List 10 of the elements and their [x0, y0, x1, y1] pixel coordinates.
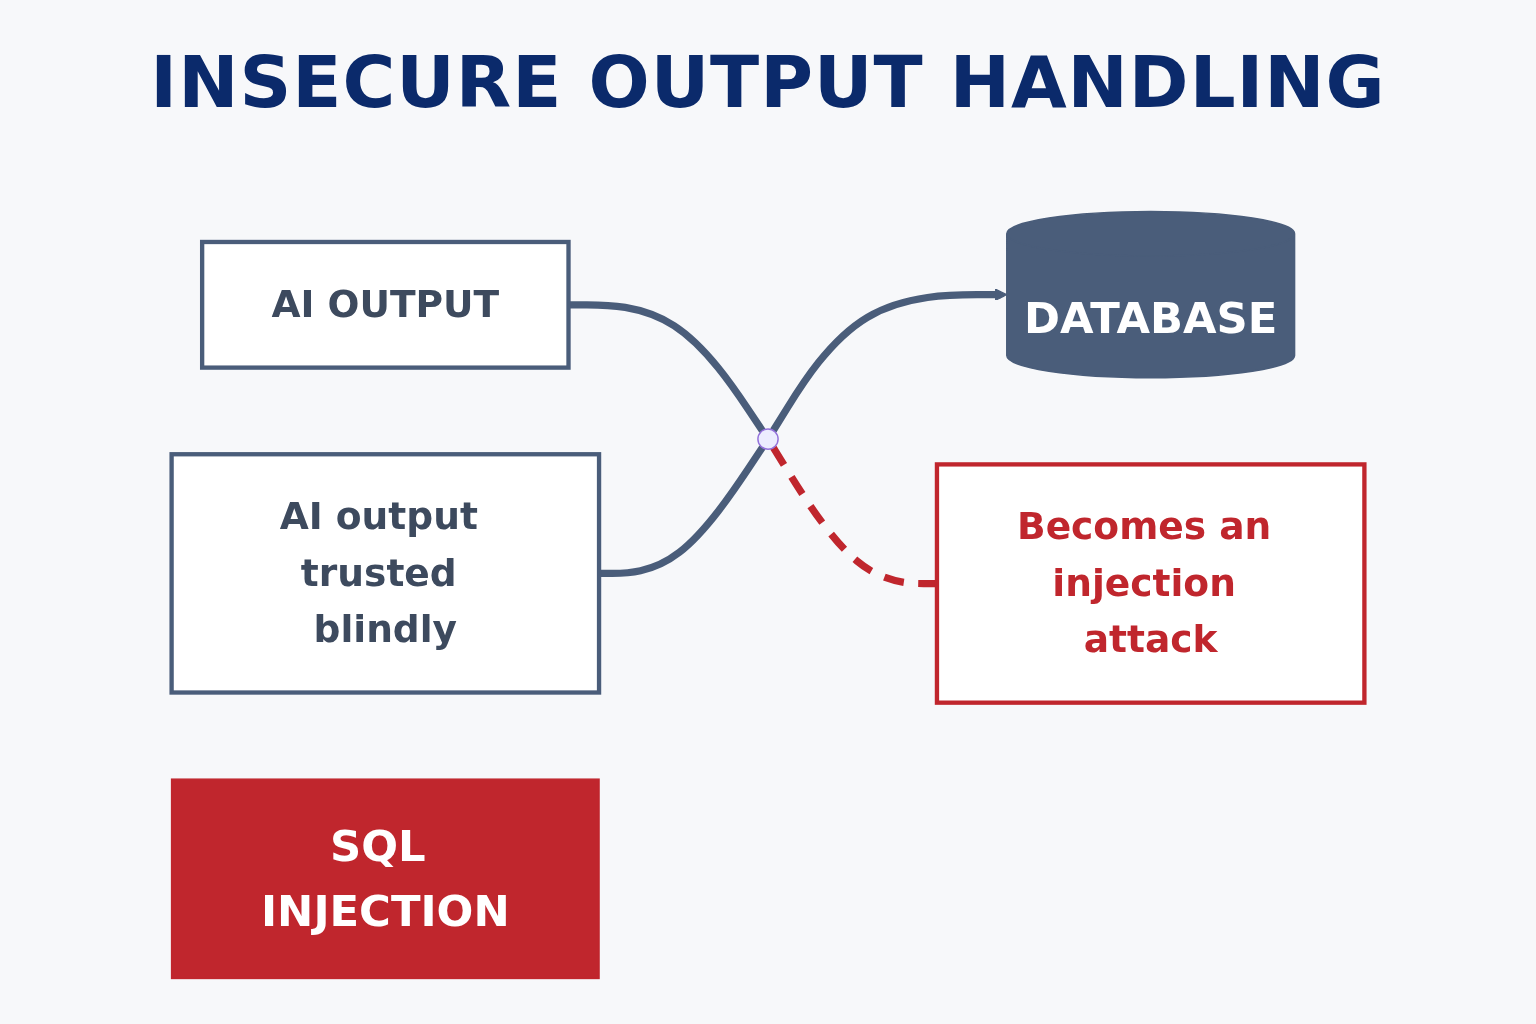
node-box: Becomes an injection attack	[934, 462, 1367, 705]
arrow	[770, 288, 1008, 433]
title: INSECURE OUTPUT HANDLING	[149, 39, 1387, 124]
connector	[568, 301, 766, 433]
connector	[770, 445, 937, 588]
connector	[599, 445, 766, 577]
node-box: AI OUTPUT	[199, 239, 571, 370]
node-box: SQL INJECTION	[170, 778, 600, 980]
node-circle	[757, 428, 779, 450]
node-box: AI output trusted blindly	[169, 452, 602, 695]
